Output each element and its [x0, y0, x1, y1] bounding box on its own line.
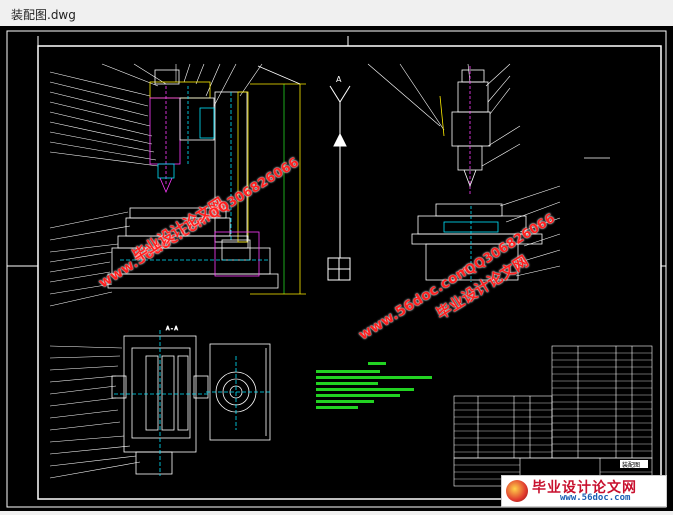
inner-border [37, 45, 662, 500]
outer-border [6, 30, 667, 508]
technical-notes [316, 362, 432, 409]
parts-list-rows [454, 352, 652, 480]
window-titlebar: 装配图.dwg [0, 0, 673, 27]
site-logo: 毕业设计论文网 www.56doc.com [501, 475, 667, 507]
top-view: A - A [49, 326, 271, 479]
side-view [367, 63, 610, 282]
cad-drawing: A [6, 30, 667, 508]
title-block-label: 装配图 [622, 461, 640, 469]
front-view [49, 63, 306, 307]
section-label: A [336, 75, 342, 84]
drawing-canvas[interactable]: A [0, 26, 673, 511]
window-title: 装配图.dwg [11, 8, 76, 22]
logo-url: www.56doc.com [560, 493, 631, 503]
svg-text:A - A: A - A [166, 326, 178, 332]
logo-globe-icon [506, 480, 528, 502]
title-block-label-bg [620, 460, 648, 468]
logo-brand: 毕业设计论文网 [532, 480, 637, 496]
section-marker [327, 85, 351, 281]
